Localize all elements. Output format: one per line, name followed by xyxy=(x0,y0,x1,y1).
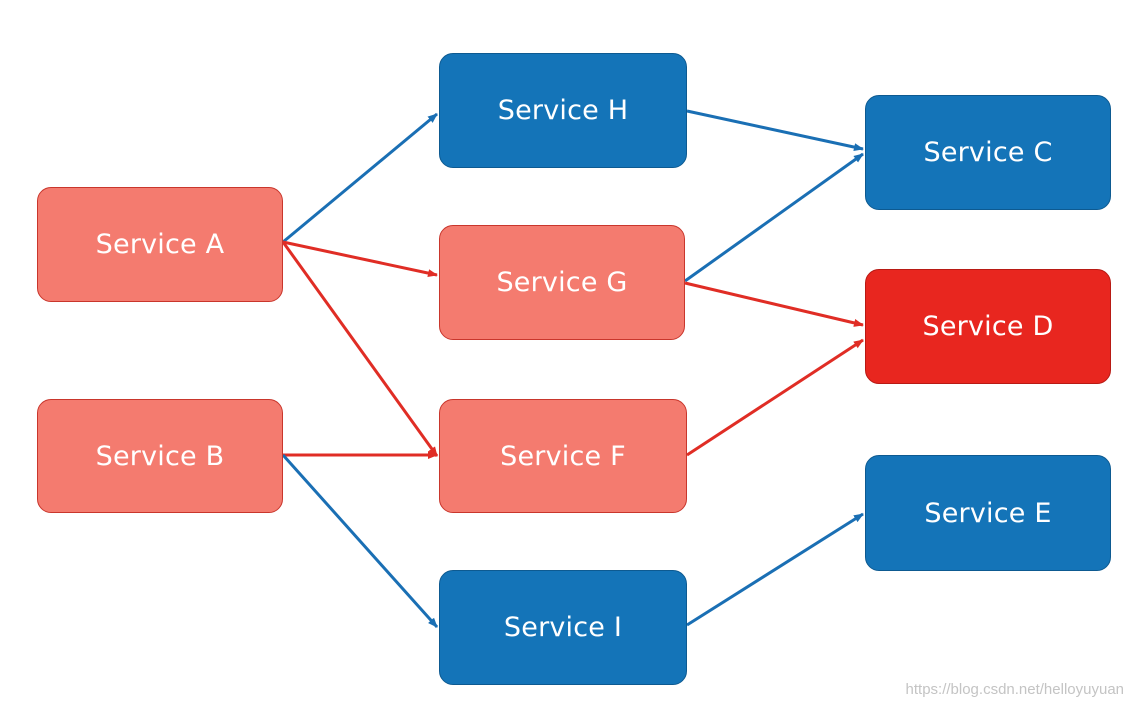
service-e-label: Service E xyxy=(924,497,1052,529)
service-d-label: Service D xyxy=(922,311,1054,342)
watermark-text: https://blog.csdn.net/helloyuyuan xyxy=(905,681,1124,698)
service-h-node: Service H xyxy=(439,53,687,168)
edge-i-to-e xyxy=(686,512,864,627)
service-g-label: Service G xyxy=(496,267,628,298)
edge-h-to-c xyxy=(686,109,864,152)
service-a-label: Service A xyxy=(95,229,225,260)
service-h-label: Service H xyxy=(497,95,629,126)
edge-a-to-h xyxy=(282,112,438,244)
service-d-node: Service D xyxy=(865,269,1111,384)
service-b-node: Service B xyxy=(37,399,283,513)
service-c-node: Service C xyxy=(865,95,1111,210)
service-c-label: Service C xyxy=(923,137,1053,168)
service-i-label: Service I xyxy=(503,612,623,643)
service-a-node: Service A xyxy=(37,187,283,302)
edge-a-to-f xyxy=(281,241,439,457)
service-e-node: Service E xyxy=(865,455,1111,571)
edge-f-to-d xyxy=(686,338,864,457)
edge-g-to-c xyxy=(684,152,864,283)
service-g-node: Service G xyxy=(439,225,685,340)
service-f-label: Service F xyxy=(500,440,626,472)
edge-g-to-d xyxy=(684,281,864,327)
service-i-node: Service I xyxy=(439,570,687,685)
service-f-node: Service F xyxy=(439,399,687,513)
edge-b-to-i xyxy=(281,453,439,629)
edge-a-to-g xyxy=(282,240,438,278)
service-b-label: Service B xyxy=(95,440,225,472)
